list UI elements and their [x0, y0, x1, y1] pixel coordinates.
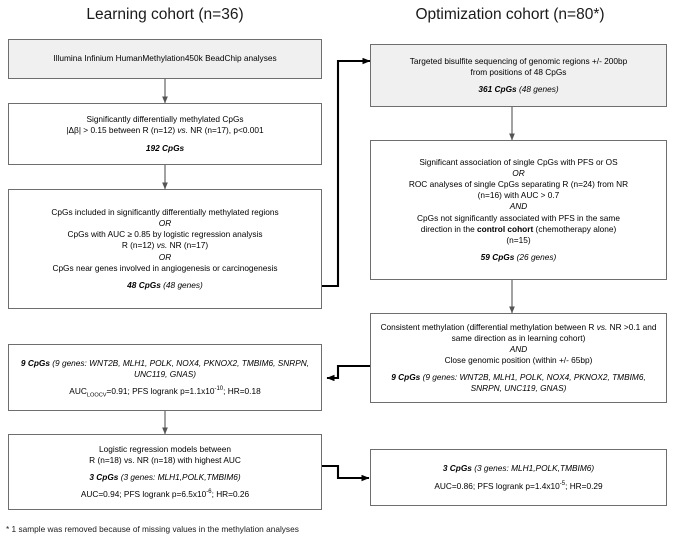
- left-box-significant-cpgs: Significantly differentially methylated …: [8, 103, 322, 165]
- left-box2-result: 192 CpGs: [145, 142, 185, 153]
- left-box5-stats-prefix: AUC=0.94; PFS logrank p=6.5x10: [80, 489, 207, 500]
- left-box2-line2b: NR (n=17), p<0.001: [188, 125, 264, 136]
- connector-right3-to-left4: [326, 364, 371, 382]
- left-box4-stats-suffix: ; HR=0.18: [223, 386, 261, 397]
- left-box4-stats-sup: -10: [214, 386, 224, 393]
- right-box2-result: 59 CpGs (26 genes): [481, 252, 557, 263]
- right-box3-and-1: AND: [509, 343, 528, 354]
- right-box4-result-count: 3 CpGs: [442, 463, 472, 474]
- right-box2-or-1: OR: [512, 168, 525, 179]
- right-box1-result-count: 361 CpGs: [478, 84, 517, 95]
- left-box1-line1: Illumina Infinium HumanMethylation450k B…: [53, 53, 277, 64]
- right-box1-result-genes: (48 genes): [516, 84, 559, 95]
- left-box5-result-count: 3 CpGs: [89, 472, 119, 482]
- right-column-title: Optimization cohort (n=80*): [415, 6, 605, 23]
- left-box5-line2: R (n=18) vs. NR (n=18) with highest AUC: [89, 454, 241, 465]
- right-box3-line1b: NR >0.1 and same direction as in learnin…: [451, 321, 657, 343]
- right-box3-line1: Consistent methylation (differential met…: [377, 322, 660, 344]
- right-box2-line4: CpGs not significantly associated with P…: [417, 212, 620, 223]
- left-box-selection-criteria: CpGs included in significantly different…: [8, 189, 322, 309]
- left-box3-line2: CpGs with AUC ≥ 0.85 by logistic regress…: [67, 229, 263, 240]
- right-box-bisulfite-sequencing: Targeted bisulfite sequencing of genomic…: [370, 44, 667, 107]
- left-box3-line3: R (n=12) vs. NR (n=17): [122, 240, 208, 251]
- right-box4-stats: AUC=0.86; PFS logrank p=1.4x10-5; HR=0.2…: [434, 481, 602, 492]
- left-box4-stats-sub: LOOCV: [86, 392, 107, 399]
- left-box4-stats-prefix: AUC: [69, 386, 87, 397]
- left-box4-result-genes: (9 genes: WNT2B, MLH1, POLK, NOX4, PKNOX…: [49, 357, 310, 379]
- left-box3-line3b: NR (n=17): [167, 240, 209, 251]
- right-box4-stats-sup: -5: [559, 480, 566, 487]
- left-box5-result-genes: (3 genes: MLH1,POLK,TMBIM6): [118, 472, 241, 482]
- right-box2-and-1: AND: [509, 201, 528, 212]
- left-column-title: Learning cohort (n=36): [86, 6, 244, 23]
- right-box-association-criteria: Significant association of single CpGs w…: [370, 140, 667, 280]
- right-box1-line2: from positions of 48 CpGs: [470, 66, 567, 77]
- left-box4-stats-mid: =0.91; PFS logrank p=1.1x10: [106, 386, 215, 397]
- right-box2-result-count: 59 CpGs: [480, 251, 515, 262]
- left-box2-line1: Significantly differentially methylated …: [86, 114, 244, 125]
- right-box4-stats-prefix: AUC=0.86; PFS logrank p=1.4x10: [434, 480, 560, 491]
- right-box1-result: 361 CpGs (48 genes): [478, 84, 558, 95]
- left-box4-result: 9 CpGs (9 genes: WNT2B, MLH1, POLK, NOX4…: [15, 358, 315, 380]
- right-box3-line2: Close genomic position (within +/- 65bp): [444, 355, 593, 365]
- right-box4-result-genes: (3 genes: MLH1,POLK,TMBIM6): [471, 463, 595, 474]
- footnote: * 1 sample was removed because of missin…: [6, 524, 299, 534]
- left-box3-or-1: OR: [158, 218, 172, 229]
- left-box3-line1: CpGs included in significantly different…: [51, 207, 279, 218]
- left-box3-line3-vs: vs.: [156, 240, 168, 251]
- right-box-consistent-methylation: Consistent methylation (differential met…: [370, 313, 667, 403]
- left-box5-line1: Logistic regression models between: [99, 443, 231, 454]
- left-box3-result-genes: (48 genes): [160, 279, 203, 290]
- left-box-beadchip: Illumina Infinium HumanMethylation450k B…: [8, 39, 322, 79]
- left-box5-stats-suffix: ; HR=0.26: [211, 489, 250, 500]
- left-box4-result-count: 9 CpGs: [20, 357, 50, 368]
- right-box4-result: 3 CpGs (3 genes: MLH1,POLK,TMBIM6): [443, 463, 594, 474]
- right-box4-stats-suffix: ; HR=0.29: [565, 480, 603, 491]
- right-box3-result-genes: (9 genes: WNT2B, MLH1, POLK, NOX4, PKNOX…: [420, 372, 646, 394]
- right-box3-line1-vs: vs.: [596, 321, 608, 332]
- connector-left3-to-right1: [322, 57, 371, 288]
- left-box3-result: 48 CpGs (48 genes): [127, 280, 203, 291]
- left-box-nine-cpgs: 9 CpGs (9 genes: WNT2B, MLH1, POLK, NOX4…: [8, 344, 322, 411]
- right-box2-line2: ROC analyses of single CpGs separating R…: [408, 179, 629, 190]
- left-box-logistic-models: Logistic regression models between R (n=…: [8, 434, 322, 510]
- right-box2-line6: (n=15): [506, 234, 531, 245]
- left-box2-line2: |Δβ| > 0.15 between R (n=12) vs. NR (n=1…: [66, 125, 263, 136]
- left-box4-stats: AUCLOOCV=0.91; PFS logrank p=1.1x10-10; …: [69, 386, 261, 399]
- left-box2-line2a: |Δβ| > 0.15 between R (n=12): [66, 125, 178, 136]
- right-box2-line3: (n=16) with AUC > 0.7: [477, 190, 560, 201]
- left-box3-or-2: OR: [158, 251, 172, 262]
- left-box2-line2-vs: vs.: [177, 125, 188, 136]
- right-box2-line5: direction in the control cohort (chemoth…: [421, 224, 617, 235]
- left-box5-result: 3 CpGs (3 genes: MLH1,POLK,TMBIM6): [89, 472, 240, 483]
- right-box3-result: 9 CpGs (9 genes: WNT2B, MLH1, POLK, NOX4…: [377, 372, 660, 394]
- left-box5-stats-sup: -6: [206, 489, 212, 496]
- right-box1-line1: Targeted bisulfite sequencing of genomic…: [409, 55, 628, 66]
- right-box3-line1a: Consistent methylation (differential met…: [380, 321, 597, 332]
- right-box2-result-genes: (26 genes): [514, 251, 557, 262]
- right-box3-result-count: 9 CpGs: [391, 372, 421, 383]
- right-box2-line1: Significant association of single CpGs w…: [419, 157, 618, 168]
- right-box2-line5b: (chemotherapy alone): [533, 223, 617, 234]
- left-box3-line4: CpGs near genes involved in angiogenesis…: [52, 262, 278, 273]
- right-box-three-cpgs: 3 CpGs (3 genes: MLH1,POLK,TMBIM6) AUC=0…: [370, 449, 667, 506]
- left-box5-stats: AUC=0.94; PFS logrank p=6.5x10-6; HR=0.2…: [81, 489, 249, 500]
- left-box3-line3a: R (n=12): [121, 240, 157, 251]
- right-box2-control-cohort: control cohort: [477, 223, 534, 234]
- right-box2-line5a: direction in the: [420, 223, 478, 234]
- left-box3-result-count: 48 CpGs: [127, 279, 161, 290]
- connector-left5-to-right4: [322, 464, 370, 482]
